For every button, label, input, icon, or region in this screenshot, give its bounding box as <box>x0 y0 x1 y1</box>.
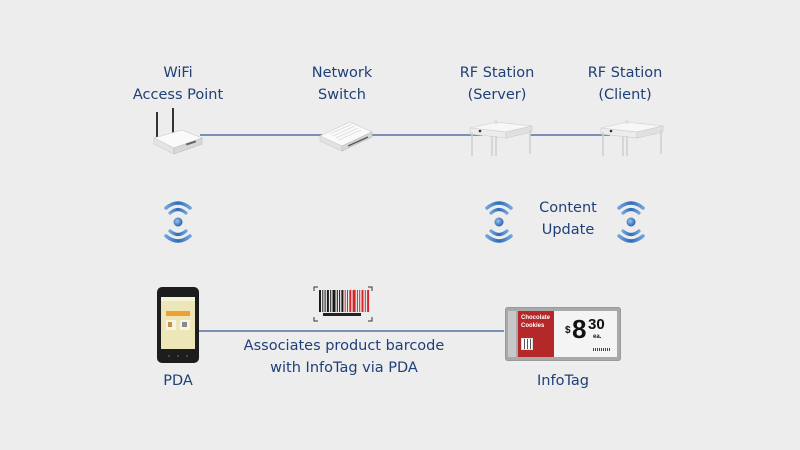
infotag-label: InfoTag <box>537 373 589 389</box>
infotag-product-name-1: Chocolate <box>521 315 551 321</box>
barcode-bar <box>332 290 336 312</box>
price-barcode <box>593 348 611 351</box>
price-currency: $ <box>565 325 571 336</box>
pda-label: PDA <box>163 373 193 389</box>
switch-icon <box>318 118 374 152</box>
barcode-bar <box>344 290 346 312</box>
barcode-bar <box>349 290 352 312</box>
barcode-icon <box>313 286 373 322</box>
infotag-product-name-2: Cookies <box>521 323 545 329</box>
rf-server-label: RF Station (Server) <box>459 65 535 103</box>
barcode-bar <box>361 290 364 312</box>
router-icon <box>152 108 204 158</box>
wireless-signal-icon-rf-client <box>611 196 651 248</box>
barcode-bar <box>364 290 366 312</box>
barcode-bar <box>341 290 344 312</box>
qr-code-icon <box>521 338 533 350</box>
rf-client-label: RF Station (Client) <box>587 65 663 103</box>
barcode-bar <box>359 290 361 312</box>
barcode-bar <box>322 290 324 312</box>
associate-label: Associates product barcode with InfoTag … <box>243 338 445 376</box>
connector-ap-switch <box>200 134 322 136</box>
network-switch-label: Network Switch <box>311 65 373 103</box>
barcode-bar <box>339 290 341 312</box>
barcode-bar <box>326 290 329 312</box>
price-unit: ea. <box>593 334 602 340</box>
content-update-label: Content Update <box>539 200 597 238</box>
barcode-bar <box>319 290 321 312</box>
wireless-signal-icon-ap <box>158 196 198 248</box>
barcode-bar <box>347 290 348 312</box>
barcode-bar <box>352 290 356 312</box>
infotag-product-panel: Chocolate Cookies <box>518 311 554 357</box>
barcode-bar <box>330 290 332 312</box>
connector-switch-rf-server <box>372 134 482 136</box>
price-main: 8 <box>572 314 587 344</box>
barcode-bar <box>367 290 370 312</box>
barcode-bar <box>336 290 338 312</box>
connector-rf-server-client <box>530 134 610 136</box>
barcode-bar <box>356 290 358 312</box>
rf-station-server-icon <box>466 118 538 158</box>
connector-pda-infotag <box>198 330 504 332</box>
pda-icon <box>157 287 199 363</box>
wifi-ap-label: WiFi Access Point <box>132 65 224 103</box>
wireless-signal-icon-rf-server <box>479 196 519 248</box>
rf-station-client-icon <box>597 118 669 158</box>
esl-tag-icon: Chocolate Cookies $ 8 30 ea. <box>505 307 621 361</box>
barcode-bar <box>324 290 326 312</box>
price-cents: 30 <box>588 316 605 333</box>
